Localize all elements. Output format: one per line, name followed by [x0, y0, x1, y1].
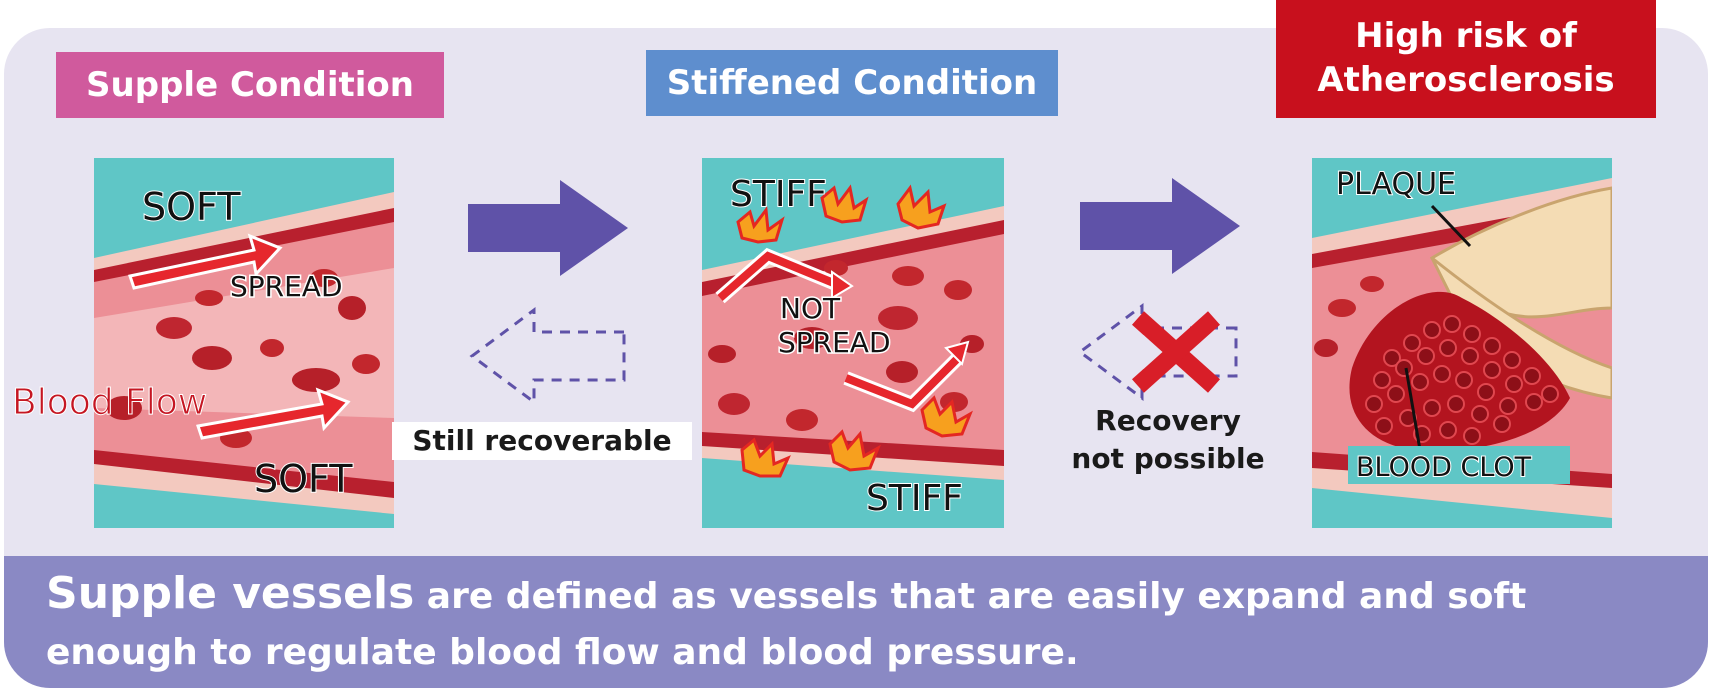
blood-flow-label: Blood Flow: [11, 382, 208, 424]
stiffened-spread-word: SPREAD: [778, 326, 891, 359]
stiffened-vessel-illustration: STIFF NOT SPREAD STIFF: [702, 158, 1004, 528]
recovery-arrow-dashed: [469, 307, 626, 405]
high-risk-label-line1: High risk of: [1355, 16, 1577, 56]
supple-spread-word: SPREAD: [230, 270, 343, 303]
forward-arrow-1: [468, 180, 628, 276]
supple-condition-label: Supple Condition: [56, 52, 444, 118]
supple-vessel-illustration: SOFT SPREAD SOFT: [94, 158, 394, 528]
stiffened-not-word: NOT: [780, 292, 841, 325]
forward-arrow-2: [1080, 178, 1240, 274]
caption-bar: [4, 556, 1708, 688]
recovery-not-possible-note: Recovery not possible: [1048, 402, 1288, 478]
high-risk-label-line2: Atherosclerosis: [1317, 60, 1615, 100]
stiffened-condition-label: Stiffened Condition: [646, 50, 1058, 116]
blood-clot-label: BLOOD CLOT: [1356, 452, 1532, 483]
recovery-note-line2: not possible: [1071, 442, 1265, 475]
supple-bottom-word: SOFT: [254, 457, 353, 501]
supple-top-word: SOFT: [142, 185, 241, 229]
caption-rest: are defined as vessels that are easily e…: [46, 576, 1527, 673]
stiffened-top-word: STIFF: [730, 174, 827, 215]
recovery-note-line1: Recovery: [1095, 404, 1241, 437]
high-risk-label: High risk of Atherosclerosis: [1276, 0, 1656, 118]
caption-lead: Supple vessels: [46, 568, 415, 619]
definition-caption: Supple vessels are defined as vessels th…: [46, 566, 1686, 681]
still-recoverable-note: Still recoverable: [392, 422, 692, 460]
atherosclerosis-vessel-illustration: PLAQUE BLOOD CLOT: [1312, 158, 1612, 528]
cross-mark-icon: [1131, 311, 1221, 393]
stiffened-bottom-word: STIFF: [866, 478, 963, 519]
plaque-label: PLAQUE: [1336, 167, 1456, 202]
